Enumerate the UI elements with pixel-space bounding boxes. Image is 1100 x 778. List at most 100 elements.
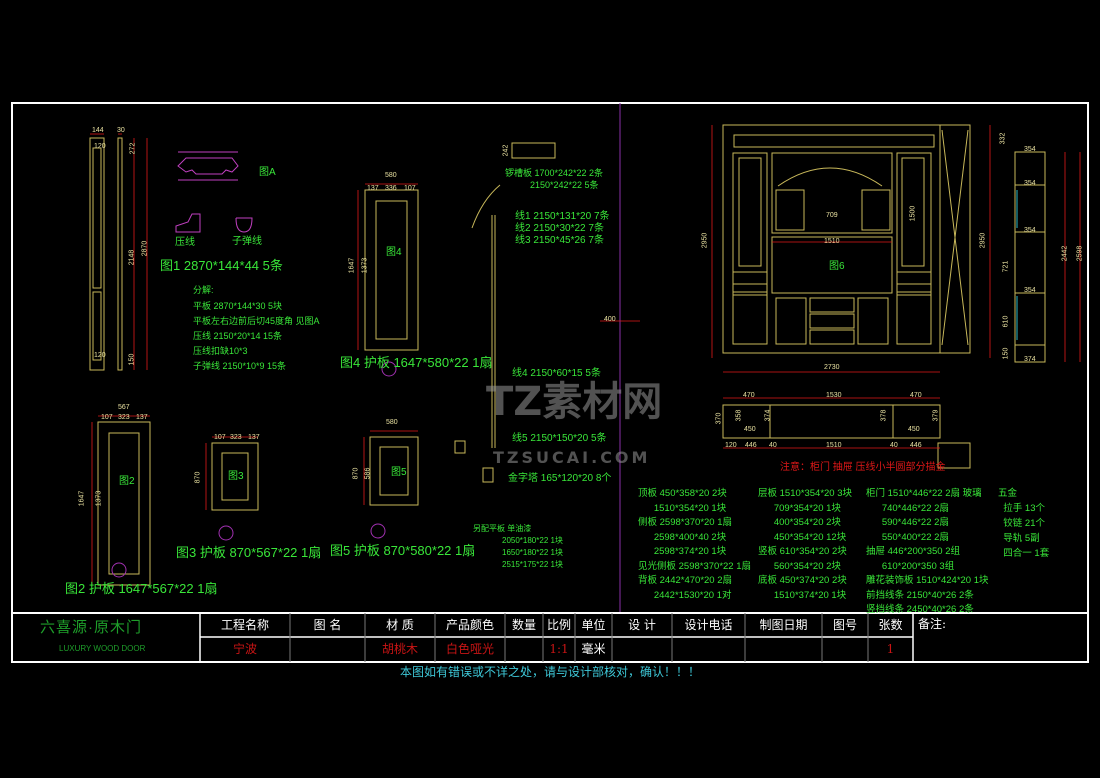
fig1-breakdown-item: 子弹线 2150*10*9 15条 xyxy=(193,361,287,371)
dim-side-depth-3: 354 xyxy=(1024,227,1036,234)
dim-groove: 242 xyxy=(502,144,510,157)
title-block-header: 数量 xyxy=(511,618,536,632)
parts-col1-row: 2598*374*20 1块 xyxy=(638,546,727,557)
dim-side-plinth: 150 xyxy=(1002,347,1010,360)
title-block-header: 制图日期 xyxy=(759,618,808,632)
dim-plan-bottom-1: 120 xyxy=(725,442,737,449)
fig2-center-label: 图2 xyxy=(119,476,135,487)
watermark-main: TZ素材网 xyxy=(486,379,663,425)
title-block-header: 产品颜色 xyxy=(445,618,494,632)
fig1-breakdown-item: 平板 2870*144*30 5块 xyxy=(193,301,283,311)
dim-plan-depth-5: 379 xyxy=(932,409,940,422)
parts-col3-row: 590*446*22 2扇 xyxy=(866,517,949,528)
dim-plan-depth-4: 378 xyxy=(880,409,888,422)
dim-fig4-c: 107 xyxy=(404,185,416,192)
fig1-title: 图1 2870*144*44 5条 xyxy=(160,258,283,273)
line1-spec: 线1 2150*131*20 7条 xyxy=(515,211,610,222)
title-block-header: 图号 xyxy=(832,618,857,632)
parts-col4-row: 拉手 13个 xyxy=(998,503,1045,514)
dim-fig2-height: 1647 xyxy=(78,490,86,507)
dim-fig1-top: 272 xyxy=(129,142,137,155)
dim-side-height: 2950 xyxy=(979,232,987,249)
dim-cabinet-door: 1500 xyxy=(909,205,917,222)
fig4-center-label: 图4 xyxy=(386,247,402,258)
dim-fig1-bottom-inner: 120 xyxy=(94,352,106,359)
fig2-title: 图2 护板 1647*567*22 1扇 xyxy=(65,581,218,596)
fig2-panel xyxy=(97,421,151,586)
dim-fig3-c: 137 xyxy=(248,434,260,441)
cabinet-side-view xyxy=(1014,151,1046,363)
dim-plan-depth-2: 358 xyxy=(735,409,743,422)
parts-col1-row: 见光侧板 2598*370*22 1扇 xyxy=(638,560,752,572)
dim-cabinet-shelf: 709 xyxy=(826,212,838,219)
dim-fig1-inner: 120 xyxy=(94,143,106,150)
dim-fig4-inner: 1373 xyxy=(361,257,369,274)
dim-plan-bottom-2: 446 xyxy=(745,442,757,449)
dim-side-depth-4: 354 xyxy=(1024,287,1036,294)
fig5-title: 图5 护板 870*580*22 1扇 xyxy=(330,543,476,558)
parts-col2-row: 层板 1510*354*20 3块 xyxy=(758,488,853,499)
dim-plan-bottom-5: 40 xyxy=(890,442,898,449)
dim-plan-depth-3: 374 xyxy=(764,409,772,422)
dim-plan-top-2: 1530 xyxy=(826,392,842,399)
dim-side-depth-1: 354 xyxy=(1024,146,1036,153)
parts-col3-row: 610*200*350 3组 xyxy=(866,560,955,572)
parts-col1-row: 顶板 450*358*20 2块 xyxy=(638,488,727,499)
molding-drawings xyxy=(454,142,556,483)
fig1-breakdown-item: 压线扣缺10*3 xyxy=(193,346,248,356)
fig5-center-label: 图5 xyxy=(391,467,407,478)
dim-side-base: 374 xyxy=(1024,356,1036,363)
remarks-label: 备注: xyxy=(918,617,947,631)
dim-side-mid: 721 xyxy=(1002,260,1010,273)
bullet-line-label: 子弹线 xyxy=(232,236,262,247)
dim-fig5-inner: 586 xyxy=(364,467,372,480)
dim-side-top: 332 xyxy=(999,132,1007,145)
dim-plan-bottom-4: 1510 xyxy=(826,442,842,449)
parts-col2-row: 1510*374*20 1块 xyxy=(758,589,847,601)
parts-col4-row: 四合一 1套 xyxy=(998,548,1050,559)
dim-plan-inner-1: 450 xyxy=(744,426,756,433)
title-block-header: 材 质 xyxy=(386,618,414,632)
dim-fig2-a: 107 xyxy=(101,414,113,421)
line2-spec: 线2 2150*30*22 7条 xyxy=(515,223,604,234)
fig5-panel xyxy=(369,436,419,506)
watermark-sub: TZSUCAI.COM xyxy=(493,448,651,467)
brand-logo-cn: 六喜源·原木门 xyxy=(40,619,142,636)
parts-col1-row: 2598*400*40 2块 xyxy=(638,531,727,543)
dim-fig1-total: 2870 xyxy=(141,240,149,257)
title-block-header: 张数 xyxy=(878,618,903,632)
dim-plan-top-1: 470 xyxy=(743,392,755,399)
dim-plan-top-3: 470 xyxy=(910,392,922,399)
parts-col1-row: 背板 2442*470*20 2扇 xyxy=(638,575,733,586)
brand-logo-en: LUXURY WOOD DOOR xyxy=(59,644,146,653)
dim-cabinet-height: 2950 xyxy=(701,232,709,249)
parts-col2-row: 400*354*20 2块 xyxy=(758,517,841,528)
dim-fig2-inner: 1373 xyxy=(95,490,103,507)
dim-fig1-bottom: 150 xyxy=(128,353,136,366)
parts-col2-row: 450*354*20 12块 xyxy=(758,531,847,543)
dim-fig3-height: 870 xyxy=(194,471,202,484)
dim-fig1-mid: 2148 xyxy=(128,249,136,266)
fig3-panel xyxy=(211,442,259,511)
title-block-header: 比例 xyxy=(546,618,571,632)
parts-col4-row: 五金 xyxy=(998,488,1018,499)
dim-fig2-width: 567 xyxy=(118,404,130,411)
title-block-header: 设计电话 xyxy=(684,618,733,632)
parts-col2-row: 底板 450*374*20 2块 xyxy=(758,575,847,586)
fig6-center-label: 图6 xyxy=(829,261,845,272)
groove-board-1: 锣槽板 1700*242*22 2条 xyxy=(505,168,604,178)
extra-panel-2: 1650*180*22 1块 xyxy=(502,548,563,557)
dim-cabinet-inner: 1510 xyxy=(824,238,840,245)
extra-panels-title: 另配平板 单油漆 xyxy=(473,524,532,533)
parts-col3-row: 740*446*22 2扇 xyxy=(866,502,949,514)
dim-fig4-b: 336 xyxy=(385,185,397,192)
title-block-value: 白色哑光 xyxy=(445,642,494,656)
groove-board-2: 2150*242*22 5条 xyxy=(530,180,599,190)
parts-col2-row: 709*354*20 1块 xyxy=(758,502,841,514)
dim-side-low: 610 xyxy=(1002,315,1010,328)
dim-plan-depth-1: 370 xyxy=(715,412,723,425)
dim-side-total: 2598 xyxy=(1076,245,1084,262)
dim-plan-inner-2: 450 xyxy=(908,426,920,433)
parts-col3-row: 雕花装饰板 1510*424*20 1块 xyxy=(866,575,989,586)
dim-plan-bottom-3: 40 xyxy=(769,442,777,449)
